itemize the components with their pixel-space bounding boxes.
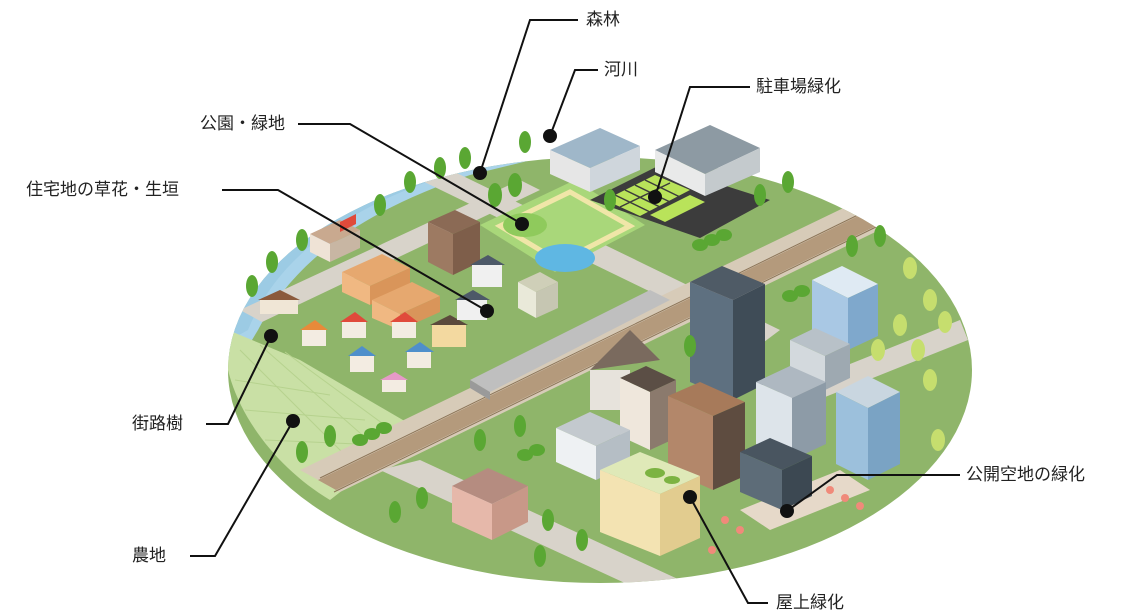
copper-tower: [668, 382, 745, 490]
warehouse: [655, 125, 760, 196]
label-park: 公園・緑地: [200, 114, 285, 134]
label-residential-greenery: 住宅地の草花・生垣: [26, 180, 179, 200]
pink-apartment: [452, 468, 528, 540]
beige-building: [518, 272, 558, 318]
label-farmland: 農地: [132, 546, 166, 566]
label-forest: 森林: [586, 10, 620, 30]
light-trees: [871, 257, 952, 451]
central-tower: [690, 266, 765, 400]
park-pond: [535, 244, 595, 272]
label-river: 河川: [604, 60, 638, 80]
orange-apartments: [342, 254, 440, 330]
trees: [246, 131, 886, 567]
riverside-apartment: [550, 128, 640, 192]
label-rooftop-greening: 屋上緑化: [776, 593, 844, 613]
flower-trees: [708, 486, 864, 554]
houses: [258, 255, 505, 392]
leader-dots: [264, 129, 794, 518]
brown-apartment: [428, 210, 480, 275]
label-public-open-space: 公開空地の緑化: [966, 465, 1085, 485]
station-platform: [470, 290, 670, 392]
label-street-trees: 街路樹: [132, 414, 183, 434]
buildings: [258, 125, 900, 556]
leader-lines: [190, 19, 960, 604]
dark-building-lower-right: [740, 438, 812, 510]
label-parking-greening: 駐車場緑化: [756, 77, 841, 97]
